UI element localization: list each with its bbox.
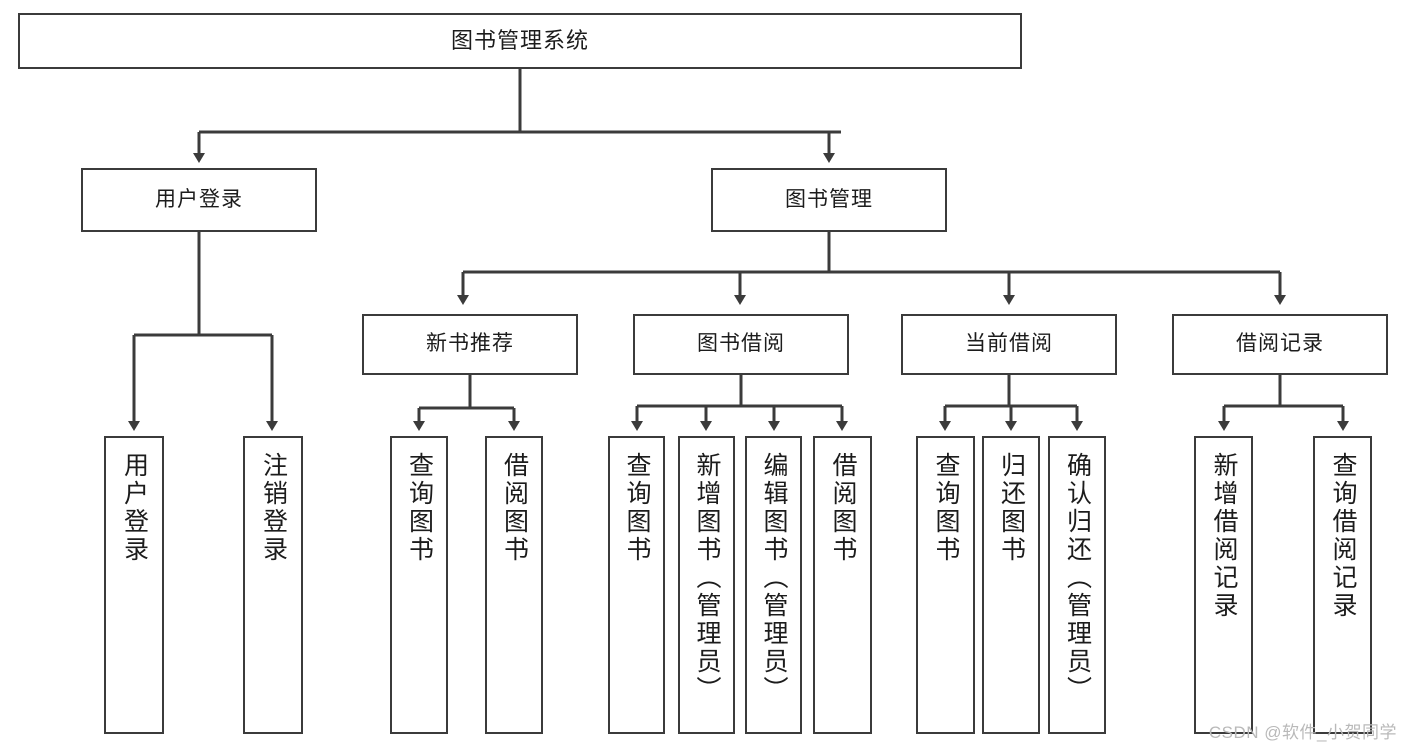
node-label: 注销登录 bbox=[259, 452, 288, 564]
node-leaf-query-book-current[interactable]: 查询图书 bbox=[916, 436, 975, 734]
node-root[interactable]: 图书管理系统 bbox=[18, 13, 1022, 69]
node-label: 当前借阅 bbox=[965, 332, 1053, 356]
node-label: 确认归还（管理员） bbox=[1063, 452, 1092, 704]
node-label: 新书推荐 bbox=[426, 332, 514, 356]
node-label: 查询借阅记录 bbox=[1329, 452, 1357, 620]
node-level3-borrow-record[interactable]: 借阅记录 bbox=[1172, 314, 1388, 375]
node-leaf-borrow-book-recommend[interactable]: 借阅图书 bbox=[485, 436, 543, 734]
node-label: 图书管理 bbox=[785, 187, 873, 211]
node-leaf-logout[interactable]: 注销登录 bbox=[243, 436, 303, 734]
node-label: 新增借阅记录 bbox=[1210, 452, 1238, 620]
node-leaf-query-book-borrow[interactable]: 查询图书 bbox=[608, 436, 665, 734]
node-leaf-query-borrow-record[interactable]: 查询借阅记录 bbox=[1313, 436, 1372, 734]
node-leaf-add-borrow-record[interactable]: 新增借阅记录 bbox=[1194, 436, 1253, 734]
node-leaf-user-login[interactable]: 用户登录 bbox=[104, 436, 164, 734]
node-leaf-edit-book-admin[interactable]: 编辑图书（管理员） bbox=[745, 436, 802, 734]
node-leaf-borrow-book[interactable]: 借阅图书 bbox=[813, 436, 872, 734]
node-label: 借阅图书 bbox=[829, 452, 857, 564]
node-label: 查询图书 bbox=[623, 452, 651, 564]
node-label: 用户登录 bbox=[120, 452, 149, 564]
node-leaf-return-book[interactable]: 归还图书 bbox=[982, 436, 1040, 734]
watermark: CSDN @软件_小贺同学 bbox=[1208, 723, 1397, 742]
node-level2-user-login[interactable]: 用户登录 bbox=[81, 168, 317, 232]
node-label: 归还图书 bbox=[997, 452, 1026, 564]
node-level2-book-management[interactable]: 图书管理 bbox=[711, 168, 947, 232]
node-label: 借阅记录 bbox=[1236, 332, 1324, 356]
node-label: 查询图书 bbox=[405, 452, 434, 564]
node-leaf-confirm-return-admin[interactable]: 确认归还（管理员） bbox=[1048, 436, 1106, 734]
node-label: 查询图书 bbox=[932, 452, 960, 564]
node-label: 用户登录 bbox=[155, 187, 243, 211]
node-label: 编辑图书（管理员） bbox=[760, 452, 788, 704]
node-label: 图书管理系统 bbox=[450, 28, 589, 54]
node-level3-book-borrow[interactable]: 图书借阅 bbox=[633, 314, 849, 375]
node-level3-new-book-recommend[interactable]: 新书推荐 bbox=[362, 314, 578, 375]
node-label: 借阅图书 bbox=[500, 452, 529, 564]
node-leaf-query-book-recommend[interactable]: 查询图书 bbox=[390, 436, 448, 734]
node-level3-current-borrow[interactable]: 当前借阅 bbox=[901, 314, 1117, 375]
node-leaf-add-book-admin[interactable]: 新增图书（管理员） bbox=[678, 436, 735, 734]
node-label: 新增图书（管理员） bbox=[693, 452, 721, 704]
node-label: 图书借阅 bbox=[697, 332, 785, 356]
